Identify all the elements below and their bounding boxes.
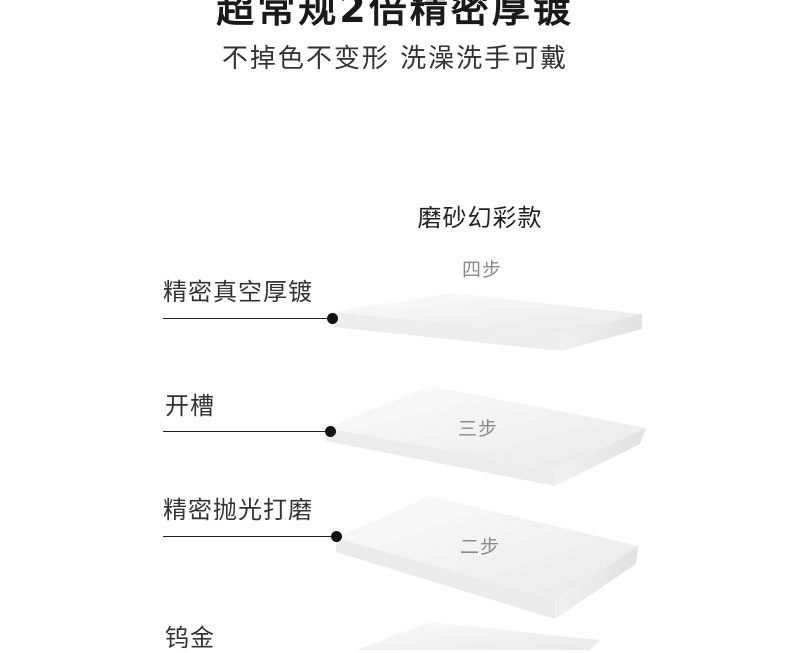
leader-dot <box>325 426 336 437</box>
leader-line <box>163 536 337 537</box>
headline: 超常规2倍精密厚镀 <box>216 0 574 31</box>
style-title: 磨砂幻彩款 <box>417 204 543 232</box>
leader-line <box>163 431 329 432</box>
step-label-four: 四步 <box>462 259 503 281</box>
plate-polishing <box>336 496 638 619</box>
plate-grooving <box>326 386 646 486</box>
subheadline: 不掉色不变形 洗澡洗手可戴 <box>221 44 569 74</box>
leader-dot <box>331 531 342 542</box>
step-label-two: 二步 <box>460 536 501 558</box>
leader-dot <box>327 313 338 324</box>
layer-label-polishing: 精密抛光打磨 <box>163 496 313 524</box>
step-label-three: 三步 <box>458 418 499 440</box>
plate-tungsten <box>356 622 600 650</box>
leader-line <box>163 318 333 319</box>
layer-label-grooving: 开槽 <box>165 392 215 420</box>
plate-vacuum-plating <box>332 293 642 351</box>
layer-label-tungsten: 钨金 <box>165 624 215 652</box>
layer-label-vacuum-plating: 精密真空厚镀 <box>163 278 313 306</box>
